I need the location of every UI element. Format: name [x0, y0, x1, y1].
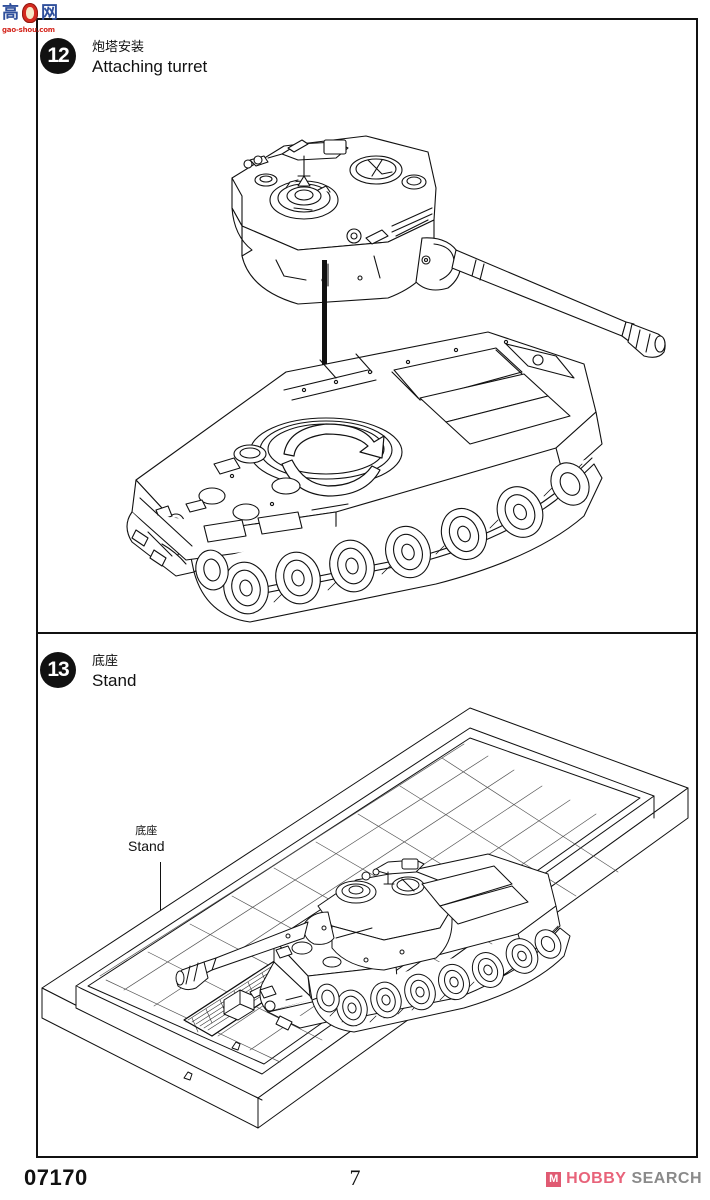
watermark-url: gao-shou.com: [2, 26, 55, 34]
hobby-search-mark-icon: M: [546, 1171, 562, 1187]
watermark-char-1: 高: [2, 3, 19, 23]
step-13-title-english: Stand: [92, 671, 137, 690]
kit-number: 07170: [24, 1165, 88, 1190]
step-12-header: 12 炮塔安装 Attaching turret: [40, 38, 207, 77]
step-12-title-chinese: 炮塔安装: [92, 40, 145, 55]
step-13-title-chinese: 底座: [92, 654, 119, 669]
stand-callout-english: Stand: [128, 838, 165, 854]
hobby-search-brand: M HOBBY SEARCH: [546, 1170, 702, 1188]
stand-callout-leader-line: [160, 862, 161, 932]
step-12-number-badge: 12: [40, 38, 76, 74]
step-12-title-english: Attaching turret: [92, 57, 208, 76]
panel-divider: [36, 632, 698, 634]
stand-callout-label: 底座 Stand: [128, 824, 165, 855]
step-12-titles: 炮塔安装 Attaching turret: [92, 38, 207, 77]
page-footer: 07170 7 M HOBBY SEARCH: [0, 1162, 710, 1200]
hobby-search-secondary-text: SEARCH: [631, 1170, 702, 1187]
step-13-header: 13 底座 Stand: [40, 652, 136, 691]
watermark-char-3: 网: [41, 3, 58, 23]
step-13-number-badge: 13: [40, 652, 76, 688]
site-watermark: 高 网 gao-shou.com: [2, 2, 64, 42]
instruction-page-border: [36, 18, 698, 1158]
stand-callout-chinese: 底座: [135, 824, 158, 837]
watermark-characters: 高 网: [2, 2, 64, 28]
step-13-titles: 底座 Stand: [92, 652, 136, 691]
hobby-search-primary-text: HOBBY: [566, 1170, 627, 1187]
page-number: 7: [349, 1165, 361, 1190]
watermark-seal-icon: [20, 2, 40, 26]
